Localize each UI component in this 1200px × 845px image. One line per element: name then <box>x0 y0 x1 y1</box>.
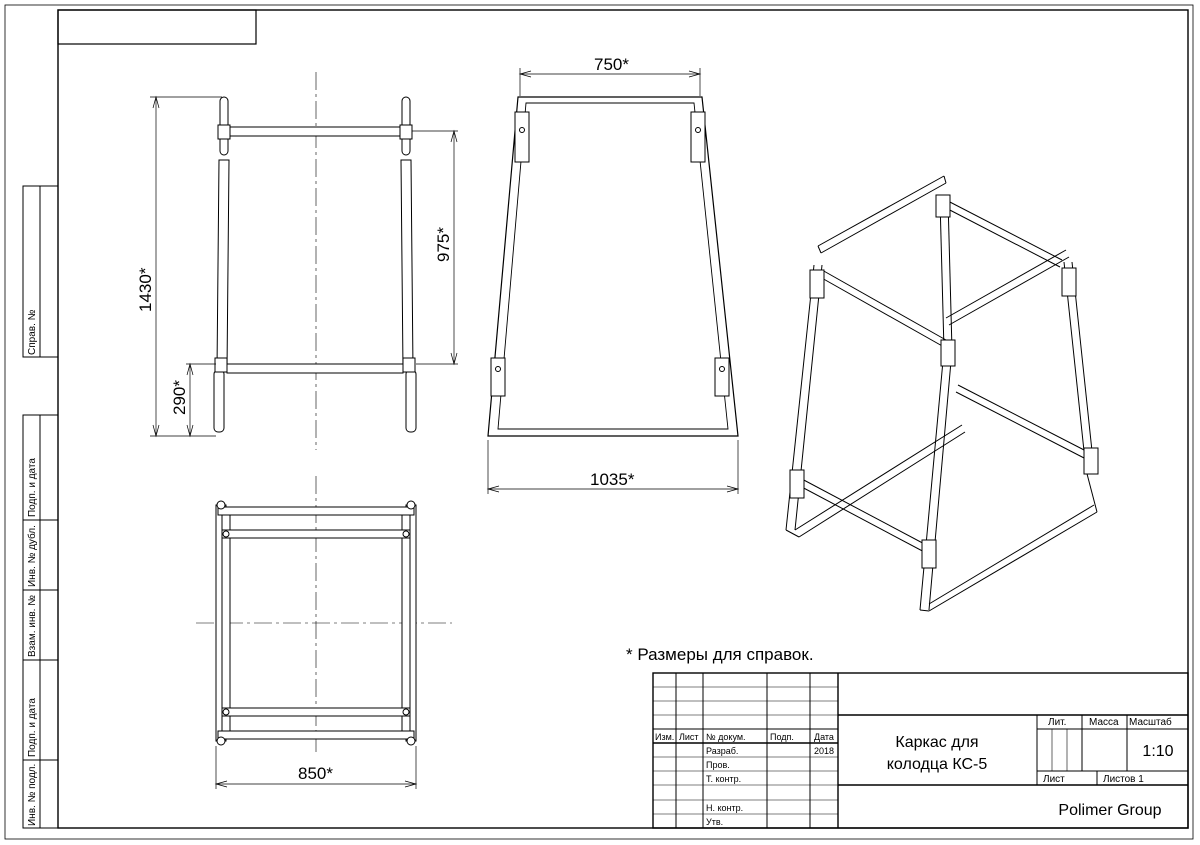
tb-col-podp: Подп. <box>770 732 794 742</box>
isometric-view <box>785 175 1099 612</box>
dimension-top-width: 750* <box>594 55 629 74</box>
drawing-title-line-2: колодца КС-5 <box>887 756 988 773</box>
tb-sheets-total: Листов 1 <box>1103 774 1144 785</box>
side-label-podp-data-1: Подп. и дата <box>27 458 38 517</box>
tb-t-kontr: Т. контр. <box>706 774 741 784</box>
tb-razrab: Разраб. <box>706 746 738 756</box>
plan-view <box>196 476 452 752</box>
dimension-overall-height: 1430* <box>136 267 155 312</box>
tb-utv: Утв. <box>706 817 723 827</box>
plan-view-dimension-lines <box>214 746 418 789</box>
dimension-plan-width: 850* <box>298 764 333 783</box>
company-name: Polimer Group <box>1058 802 1161 819</box>
tb-n-kontr: Н. контр. <box>706 803 743 813</box>
tb-masshtab: Масштаб <box>1129 716 1172 728</box>
dimension-bottom-width: 1035* <box>590 470 635 489</box>
tb-sheet: Лист <box>1043 774 1065 785</box>
side-view-dimension-lines <box>486 68 740 494</box>
tb-col-list: Лист <box>679 732 699 742</box>
dimension-lower-bar-height: 290* <box>170 380 189 415</box>
side-label-vzam-inv: Взам. инв. № <box>27 595 38 657</box>
side-label-sprav: Справ. № <box>27 309 38 355</box>
front-view-dimension-lines <box>150 95 458 438</box>
front-view <box>213 72 417 450</box>
tb-lit: Лит. <box>1048 717 1066 728</box>
tb-year: 2018 <box>814 746 834 756</box>
side-label-inv-podl: Инв. № подл. <box>27 764 38 826</box>
tb-scale: 1:10 <box>1142 743 1173 760</box>
side-label-inv-dubl: Инв. № дубл. <box>26 525 38 587</box>
tb-massa: Масса <box>1089 717 1119 728</box>
tb-col-doc: № докум. <box>706 732 746 742</box>
side-view <box>487 96 739 437</box>
tb-prov: Пров. <box>706 760 730 770</box>
dimension-upper-bar-span: 975* <box>434 227 453 262</box>
side-label-podp-data-2: Подп. и дата <box>27 698 38 757</box>
drawing-title-line-1: Каркас для <box>895 734 978 751</box>
title-block <box>652 672 1189 829</box>
side-stamp <box>22 185 59 829</box>
tb-col-izm: Изм. <box>655 732 674 742</box>
reference-dimensions-note: * Размеры для справок. <box>626 645 814 664</box>
tb-col-data: Дата <box>814 732 834 742</box>
